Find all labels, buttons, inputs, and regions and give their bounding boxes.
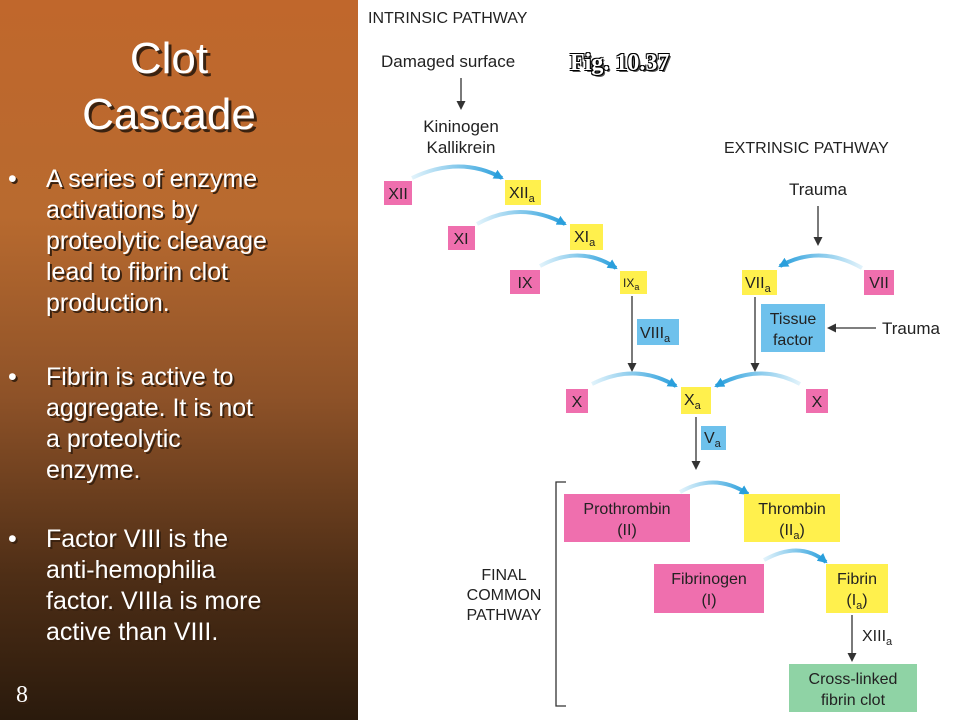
fibrin-label: Fibrin: [837, 571, 877, 588]
thrombin-roman: (IIa): [779, 522, 805, 542]
final-pathway-label-2: COMMON: [467, 587, 542, 604]
tissue-factor-box: [761, 304, 825, 352]
crosslinked-clot-box: [789, 664, 917, 712]
bullet-3-line: factor. VIIIa is more: [46, 587, 262, 615]
damaged-surface-label: Damaged surface: [381, 52, 515, 71]
factor-x-left: X: [572, 394, 583, 411]
factor-xiia-box: [505, 180, 541, 205]
factor-xa-box: [681, 387, 711, 414]
kallikrein-label: Kallikrein: [427, 138, 496, 157]
arrow-prothrombin-thrombin: [679, 480, 750, 496]
left-panel: Clot Cascade • A series of enzyme activa…: [0, 0, 358, 720]
factor-vii-box: [864, 270, 894, 295]
factor-ix: IX: [517, 275, 532, 292]
arrow-ix-ixa: [539, 253, 618, 270]
factor-x-left-box: [566, 389, 588, 413]
factor-xiia: XIIa: [509, 185, 536, 205]
thrombin-box: [744, 494, 840, 542]
factor-xia: XIa: [574, 229, 596, 249]
fibrin-box: [826, 564, 888, 613]
bullet-3-line: active than VIII.: [46, 618, 219, 646]
final-pathway-label-3: PATHWAY: [467, 607, 542, 624]
factor-ixa-box: [620, 271, 647, 294]
fibrinogen-roman: (I): [701, 592, 716, 609]
arrow-x-xa-left: [591, 371, 678, 388]
factor-xia-box: [570, 224, 603, 250]
slide-number: 8: [16, 682, 28, 708]
bullet-marker: •: [8, 363, 17, 391]
factor-xi: XI: [453, 231, 468, 248]
final-pathway-label-1: FINAL: [481, 567, 526, 584]
bullet-2-line: aggregate. It is not: [46, 394, 254, 422]
bullet-marker: •: [8, 165, 17, 193]
factor-va: Va: [704, 430, 722, 450]
bullet-3-line: anti-hemophilia: [46, 556, 216, 584]
prothrombin-roman: (II): [617, 522, 637, 539]
factor-xii-box: [384, 181, 412, 205]
factor-xiiia: XIIIa: [862, 628, 893, 648]
factor-x-right-box: [806, 389, 828, 413]
tissue-factor-line-1: Tissue: [770, 311, 817, 328]
factor-ix-box: [510, 270, 540, 294]
factor-va-box: [701, 426, 726, 450]
bullet-1-line: activations by: [46, 196, 198, 224]
factor-vii: VII: [869, 275, 889, 292]
factor-x-right: X: [812, 394, 823, 411]
factor-viiia: VIIIa: [640, 325, 671, 345]
kininogen-label: Kininogen: [423, 117, 499, 136]
factor-ixa: IXa: [623, 276, 639, 292]
bullet-1-line: lead to fibrin clot: [46, 258, 229, 286]
trauma-top-label: Trauma: [789, 180, 847, 199]
prothrombin-box: [564, 494, 690, 542]
factor-xi-box: [448, 226, 475, 250]
clot-cascade-diagram: INTRINSIC PATHWAY EXTRINSIC PATHWAY Dama…: [368, 10, 940, 712]
bullet-1-line: proteolytic cleavage: [46, 227, 267, 255]
prothrombin-label: Prothrombin: [583, 501, 670, 518]
arrow-fibrinogen-fibrin: [763, 548, 828, 564]
crosslinked-clot-line-1: Cross-linked: [809, 671, 898, 688]
arrow-xi-xia: [476, 210, 567, 226]
bullet-1-line: production.: [46, 289, 170, 317]
arrow-vii-viia: [778, 253, 863, 270]
factor-viia-box: [742, 270, 777, 295]
arrow-x-xa-right: [714, 371, 801, 388]
factor-viia: VIIa: [745, 275, 772, 295]
fibrinogen-box: [654, 564, 764, 613]
intrinsic-pathway-label: INTRINSIC PATHWAY: [368, 10, 528, 27]
arrow-xii-xiia: [411, 164, 504, 180]
crosslinked-clot-line-2: fibrin clot: [821, 692, 886, 709]
figure-reference: Fig. 10.37: [570, 50, 670, 76]
fibrinogen-label: Fibrinogen: [671, 571, 747, 588]
fibrin-roman: (Ia): [846, 592, 867, 612]
slide-title-line-2: Cascade: [82, 90, 256, 139]
thrombin-label: Thrombin: [758, 501, 826, 518]
tissue-factor-line-2: factor: [773, 332, 814, 349]
bullet-marker: •: [8, 525, 17, 553]
final-pathway-bracket: [555, 481, 566, 707]
slide-title-line-1: Clot: [129, 34, 209, 83]
factor-xa: Xa: [684, 392, 702, 412]
bullet-2-line: Fibrin is active to: [46, 363, 234, 391]
bullet-3-line: Factor VIII is the: [46, 525, 229, 553]
bullet-2-line: enzyme.: [46, 456, 141, 484]
factor-viiia-box: [637, 319, 679, 345]
trauma-side-label: Trauma: [882, 319, 940, 338]
factor-xii: XII: [388, 186, 408, 203]
extrinsic-pathway-label: EXTRINSIC PATHWAY: [724, 140, 889, 157]
bullet-1-line: A series of enzyme: [46, 165, 258, 193]
bullet-2-line: a proteolytic: [46, 425, 181, 453]
diagram-panel: INTRINSIC PATHWAY EXTRINSIC PATHWAY Dama…: [358, 0, 960, 720]
